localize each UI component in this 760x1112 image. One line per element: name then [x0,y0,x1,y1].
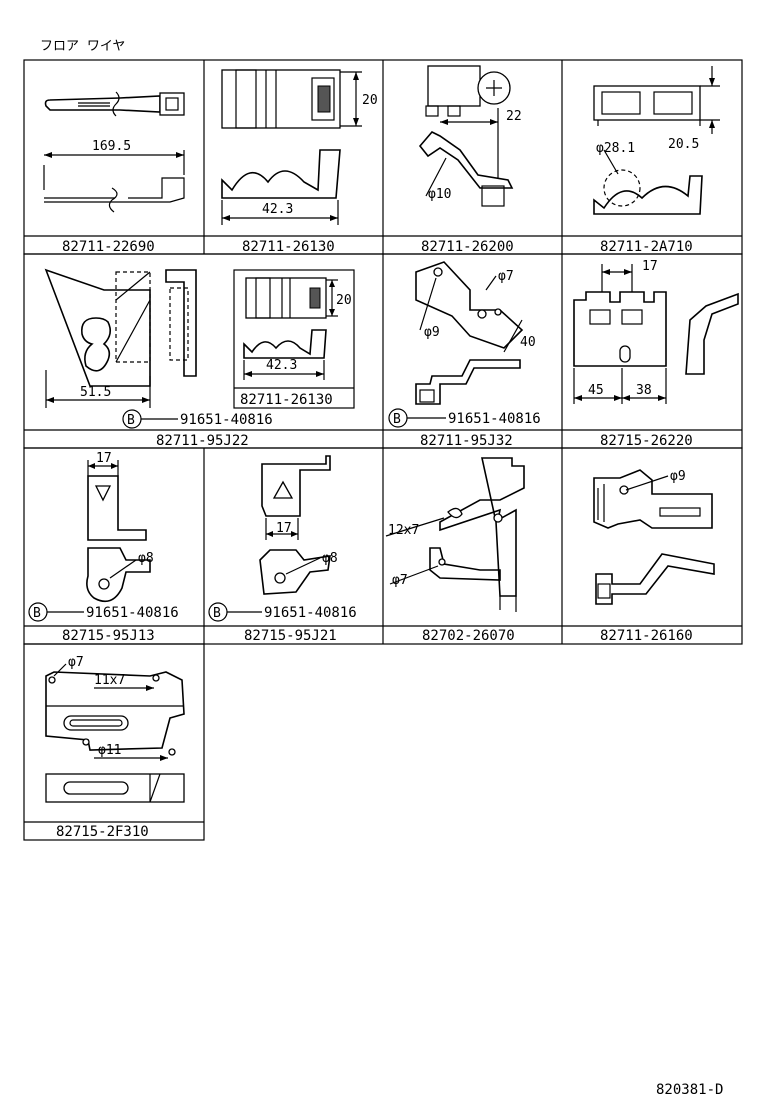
part-cell-82711-95J32: φ7 φ9 40 B 91651-40816 82711-95J32 [388,261,541,449]
bolt-symbol: B [213,606,221,621]
dimension-label: 20 [336,293,352,308]
grid [23,59,743,841]
bracket-drawing [44,268,197,387]
bracket-drawing [86,475,151,603]
bracket-drawing [429,457,525,612]
dimension-label: φ7 [498,269,514,284]
dimension-label: φ7 [68,655,84,670]
dimension-label: 42.3 [262,202,293,217]
dimension-label: φ9 [670,469,686,484]
cable-tie-drawing [44,91,185,213]
part-cell-82715-2F310: φ7 11x7 φ11 82715-2F310 [45,655,185,840]
part-cell-82715-95J13: 17 φ8 B 91651-40816 82715-95J13 [28,451,179,644]
dimension-label: 17 [276,521,292,536]
part-number: 82711-26200 [421,239,514,255]
dimension-label: 51.5 [80,385,111,400]
clamp-drawing [221,69,341,199]
dimension-label: φ8 [138,551,154,566]
bracket-drawing [259,455,331,595]
dimension-label: 45 [588,383,604,398]
part-cell-82711-26200: 22 φ10 82711-26200 [418,65,522,255]
part-cell-82702-26070: 12x7 φ7 82702-26070 [385,457,525,644]
dimension-label: 42.3 [266,358,297,373]
dimension-label: 17 [96,451,112,466]
part-cell-82715-95J21: 17 φ8 B 91651-40816 82715-95J21 [208,455,357,644]
part-cell-82711-22690: 169.5 82711-22690 [43,91,185,255]
bolt-symbol: B [393,412,401,427]
part-number: 82711-26130 [242,239,335,255]
dimension-label: 20 [362,93,378,108]
part-number: 82715-26220 [600,433,693,449]
diagram-code: 820381-D [656,1082,723,1098]
dimension-label: 22 [506,109,522,124]
dimension-label: φ8 [322,551,338,566]
part-cell-82711-26130-a: 20 42.3 82711-26130 [221,69,378,255]
bolt-symbol: B [33,606,41,621]
bracket-drawing [415,261,524,405]
clip-drawing [418,65,514,207]
dimension-label: 12x7 [388,523,419,538]
dimension-label: 17 [642,259,658,274]
part-number: 82711-26160 [600,628,693,644]
header-title: フロア ワイヤ [40,39,125,54]
part-cell-82711-26130-b: 20 42.3 82711-26130 [240,277,352,408]
dimension-label: φ11 [98,743,121,758]
part-number: 82711-95J22 [156,433,249,449]
part-number: 82702-26070 [422,628,515,644]
part-cell-82711-2A710: 20.5 φ28.1 82711-2A710 [593,66,720,255]
bracket-drawing [573,291,739,375]
dimension-label: 169.5 [92,139,131,154]
dimension-label: 40 [520,335,536,350]
dimension-label: 11x7 [94,673,125,688]
dimension-label: 20.5 [668,137,699,152]
bolt-part-number: 91651-40816 [264,605,357,621]
bracket-drawing [45,671,185,803]
part-number: 82711-95J32 [420,433,513,449]
clamp-drawing [243,277,327,359]
part-number: 82711-26130 [240,392,333,408]
dimension-label: φ10 [428,187,451,202]
bolt-part-number: 91651-40816 [180,412,273,428]
bracket-drawing [593,469,715,605]
dimension-label: φ9 [424,325,440,340]
dimension-label: φ7 [392,573,408,588]
bolt-part-number: 91651-40816 [448,411,541,427]
dimension-label: φ28.1 [596,141,635,156]
part-number: 82711-2A710 [600,239,693,255]
dimension-label: 38 [636,383,652,398]
bolt-symbol: B [127,413,135,428]
part-number: 82711-22690 [62,239,155,255]
part-number: 82715-95J13 [62,628,155,644]
bolt-part-number: 91651-40816 [86,605,179,621]
part-cell-82715-26220: 17 45 38 82715-26220 [573,259,739,449]
part-number: 82715-2F310 [56,824,149,840]
part-cell-82711-26160: φ9 82711-26160 [593,469,715,644]
part-number: 82715-95J21 [244,628,337,644]
holder-drawing [593,85,703,215]
part-cell-82711-95J22: 51.5 B 91651-40816 82711-95J22 [44,268,273,449]
